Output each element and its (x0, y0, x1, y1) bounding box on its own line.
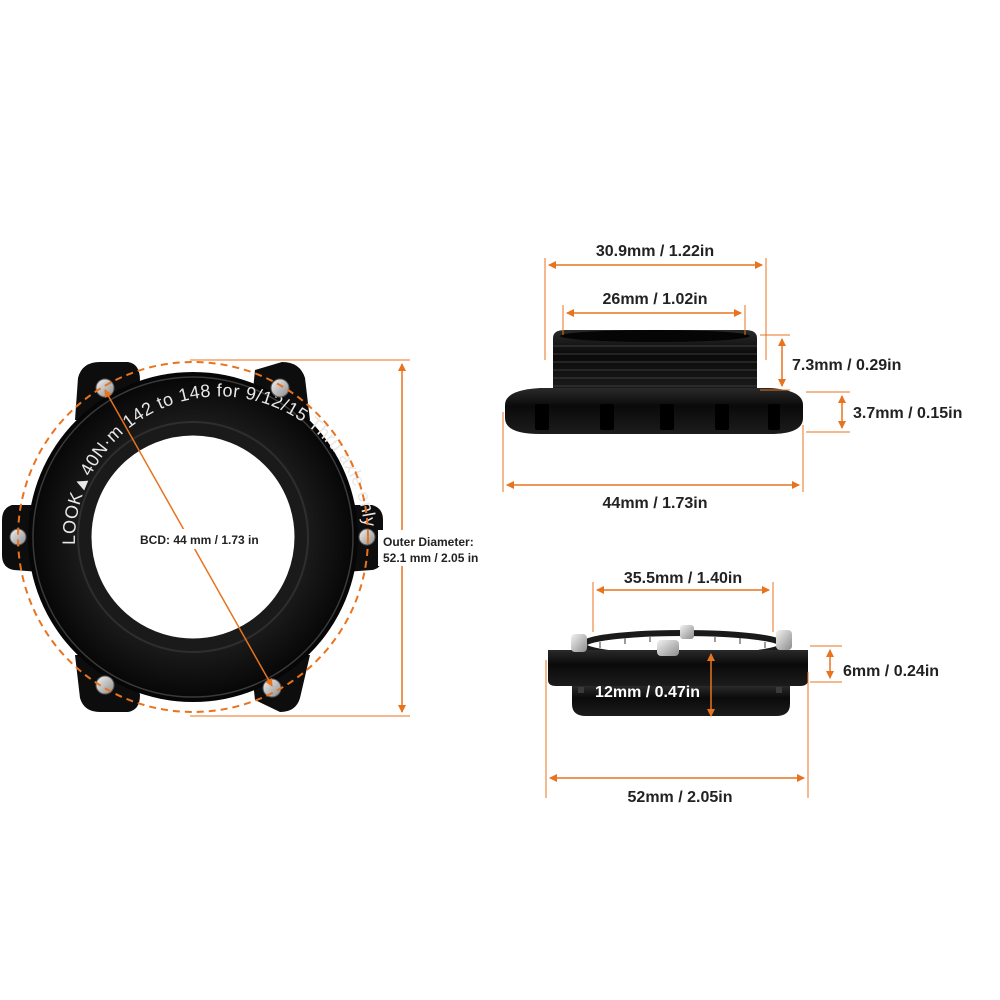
body-height-label: 12mm / 0.47in (595, 684, 700, 701)
bolt-icon (95, 378, 115, 398)
inner-width-label: 26mm / 1.02in (603, 291, 708, 308)
outer-diameter-label-line1: Outer Diameter: (383, 535, 474, 549)
thread-height-label: 7.3mm / 0.29in (792, 357, 901, 374)
outer-diameter-label-line2: 52.1 mm / 2.05 in (383, 551, 478, 565)
adapter-side-flange (548, 650, 808, 686)
top-view-adapter: LOOK▲40N·m 142 to 148 for 9/12/15 Thru a… (2, 359, 488, 717)
bcd-dashed-circle (17, 361, 369, 713)
top-width-label: 35.5mm / 1.40in (624, 570, 742, 587)
bolt-icon (680, 625, 694, 639)
flange-height-label: 3.7mm / 0.15in (853, 405, 962, 422)
bolt-icon (262, 678, 282, 698)
side-flange-height-label: 6mm / 0.24in (843, 663, 939, 680)
lockring-side-view: 30.9mm / 1.22in 26mm / 1.02in 7.3mm / 0.… (502, 243, 962, 512)
outer-width-label: 52mm / 2.05in (628, 789, 733, 806)
lockring-flange (505, 388, 803, 434)
bolt-icon (776, 630, 792, 650)
adapter-side-body (572, 686, 790, 716)
bolt-icon (270, 378, 290, 398)
bolt-icon (657, 640, 679, 656)
side-bolts (571, 625, 792, 656)
bcd-label: BCD: 44 mm / 1.73 in (140, 533, 259, 547)
adapter-side-view: 35.5mm / 1.40in 12mm / 0.47in 6mm / 0.24… (545, 570, 939, 806)
bolt-icon (571, 634, 587, 652)
thread-width-label: 30.9mm / 1.22in (596, 243, 714, 260)
flange-width-label: 44mm / 1.73in (603, 495, 708, 512)
